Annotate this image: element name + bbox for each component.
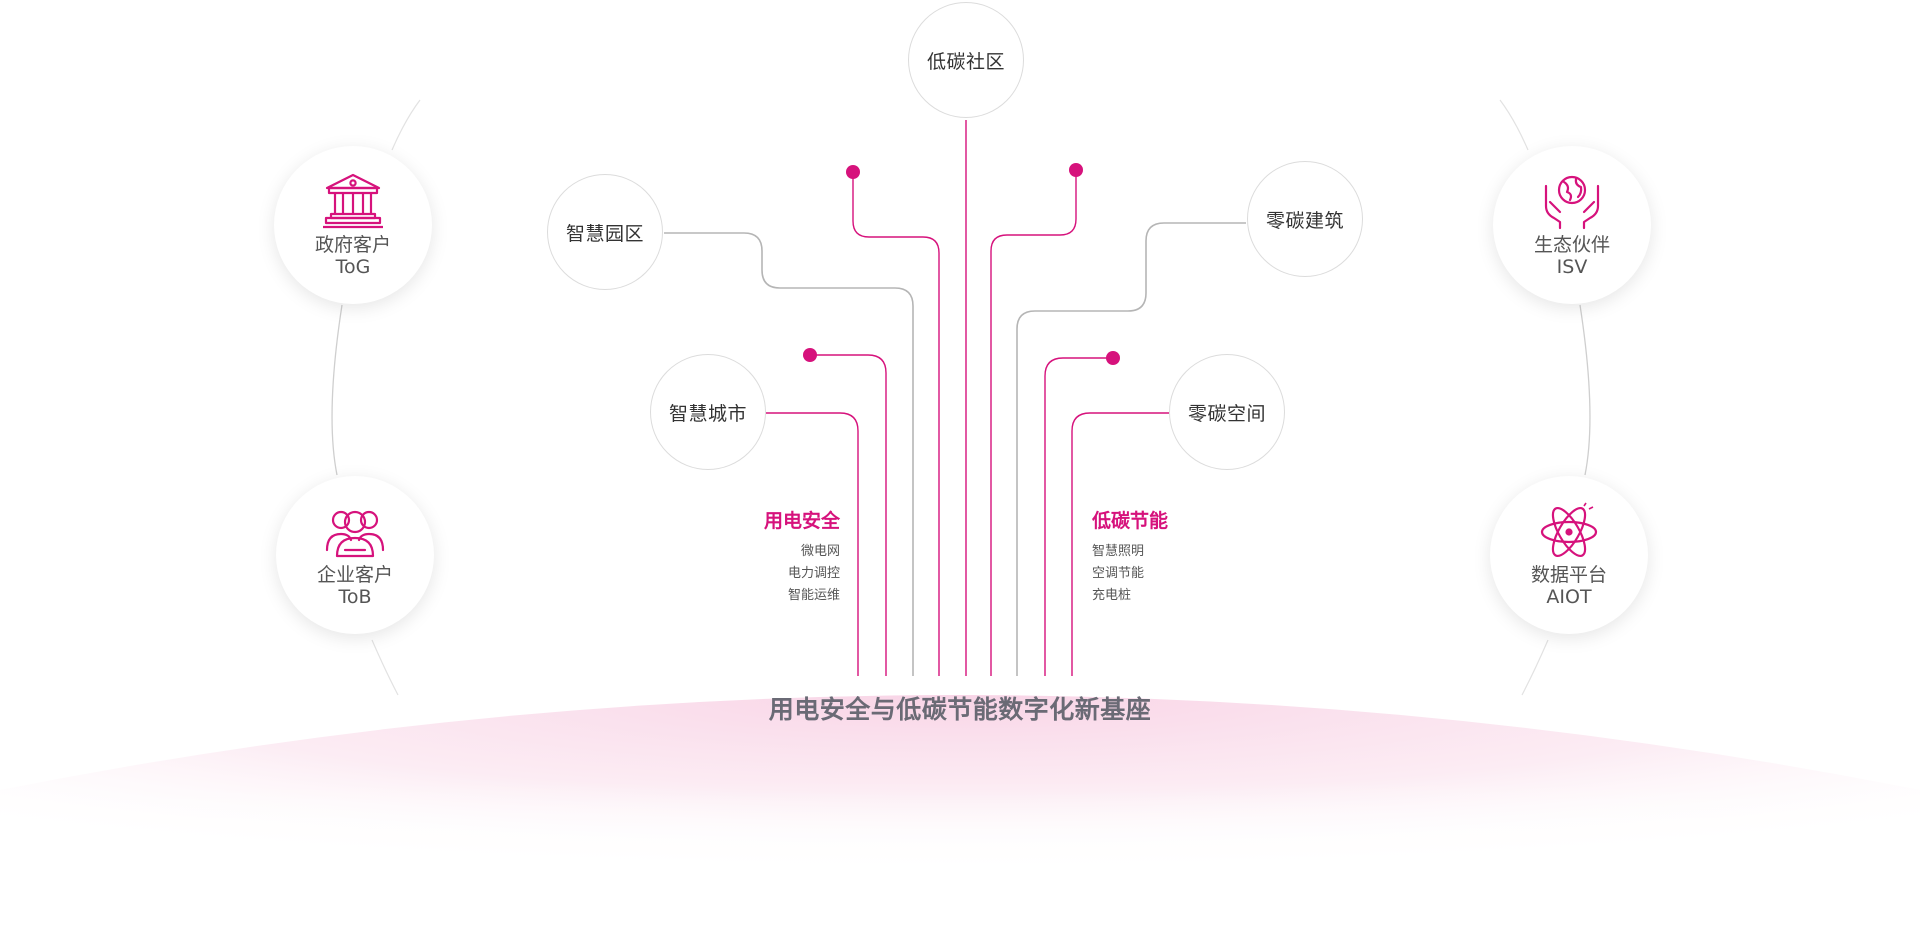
node-park-label: 智慧园区	[565, 222, 644, 245]
left-arc-middle	[331, 304, 343, 476]
client-gov-name: 政府客户	[314, 234, 391, 256]
node-city[interactable]: 智慧城市	[650, 354, 766, 470]
atom-icon	[1540, 502, 1598, 558]
base-fade	[0, 780, 1920, 933]
node-building-label: 零碳建筑	[1265, 209, 1344, 232]
block-lowcarbon-item: 智慧照明	[1092, 544, 1145, 559]
block-safety-item: 微电网	[800, 544, 840, 559]
wire-space	[1071, 412, 1169, 676]
wire-dot-tr	[990, 170, 1077, 676]
client-eco[interactable]: 生态伙伴 ISV	[1493, 146, 1651, 304]
block-lowcarbon: 低碳节能 智慧照明 空调节能 充电桩	[1092, 506, 1212, 607]
node-community-label: 低碳社区	[926, 50, 1005, 73]
node-space-label: 零碳空间	[1187, 402, 1266, 425]
dot-top-right	[1069, 163, 1083, 177]
node-space[interactable]: 零碳空间	[1169, 354, 1285, 470]
wire-dot-ml	[810, 354, 887, 676]
node-building[interactable]: 零碳建筑	[1247, 161, 1363, 277]
right-arc-bottom	[1521, 639, 1549, 696]
node-city-label: 智慧城市	[668, 402, 747, 425]
dot-middle-right	[1106, 351, 1120, 365]
block-lowcarbon-title: 低碳节能	[1092, 510, 1169, 532]
client-eco-type: ISV	[1556, 256, 1588, 278]
node-community[interactable]: 低碳社区	[908, 2, 1024, 118]
client-gov[interactable]: 政府客户 ToG	[274, 146, 432, 304]
wire-city	[766, 412, 859, 676]
client-ent-type: ToB	[338, 586, 372, 608]
block-safety-title: 用电安全	[763, 510, 840, 532]
client-data-name: 数据平台	[1530, 564, 1607, 586]
wire-park	[664, 232, 914, 676]
block-safety: 用电安全 微电网 电力调控 智能运维	[720, 506, 840, 607]
block-lowcarbon-item: 充电桩	[1092, 588, 1132, 603]
wire-building	[1016, 222, 1246, 676]
dot-top-left	[846, 165, 860, 179]
client-data-type: AIOT	[1546, 586, 1592, 608]
block-lowcarbon-item: 空调节能	[1092, 566, 1145, 581]
node-park[interactable]: 智慧园区	[547, 174, 663, 290]
base-title: 用电安全与低碳节能数字化新基座	[768, 695, 1152, 724]
left-arc-top	[391, 99, 421, 151]
client-eco-name: 生态伙伴	[1533, 234, 1610, 256]
client-ent-name: 企业客户	[316, 564, 393, 586]
people-group-icon	[325, 510, 385, 558]
block-safety-item: 电力调控	[787, 566, 840, 581]
client-ent[interactable]: 企业客户 ToB	[276, 476, 434, 634]
client-gov-type: ToG	[335, 256, 371, 278]
block-safety-item: 智能运维	[787, 588, 840, 603]
government-building-icon	[323, 173, 383, 229]
client-data[interactable]: 数据平台 AIOT	[1490, 476, 1648, 634]
right-arc-middle	[1579, 304, 1591, 476]
right-arc-top	[1499, 99, 1529, 151]
wire-dot-tl	[852, 172, 940, 676]
hands-globe-icon	[1544, 175, 1600, 230]
wire-dot-mr	[1044, 357, 1113, 676]
left-arc-bottom	[371, 639, 399, 696]
dot-middle-left	[803, 348, 817, 362]
